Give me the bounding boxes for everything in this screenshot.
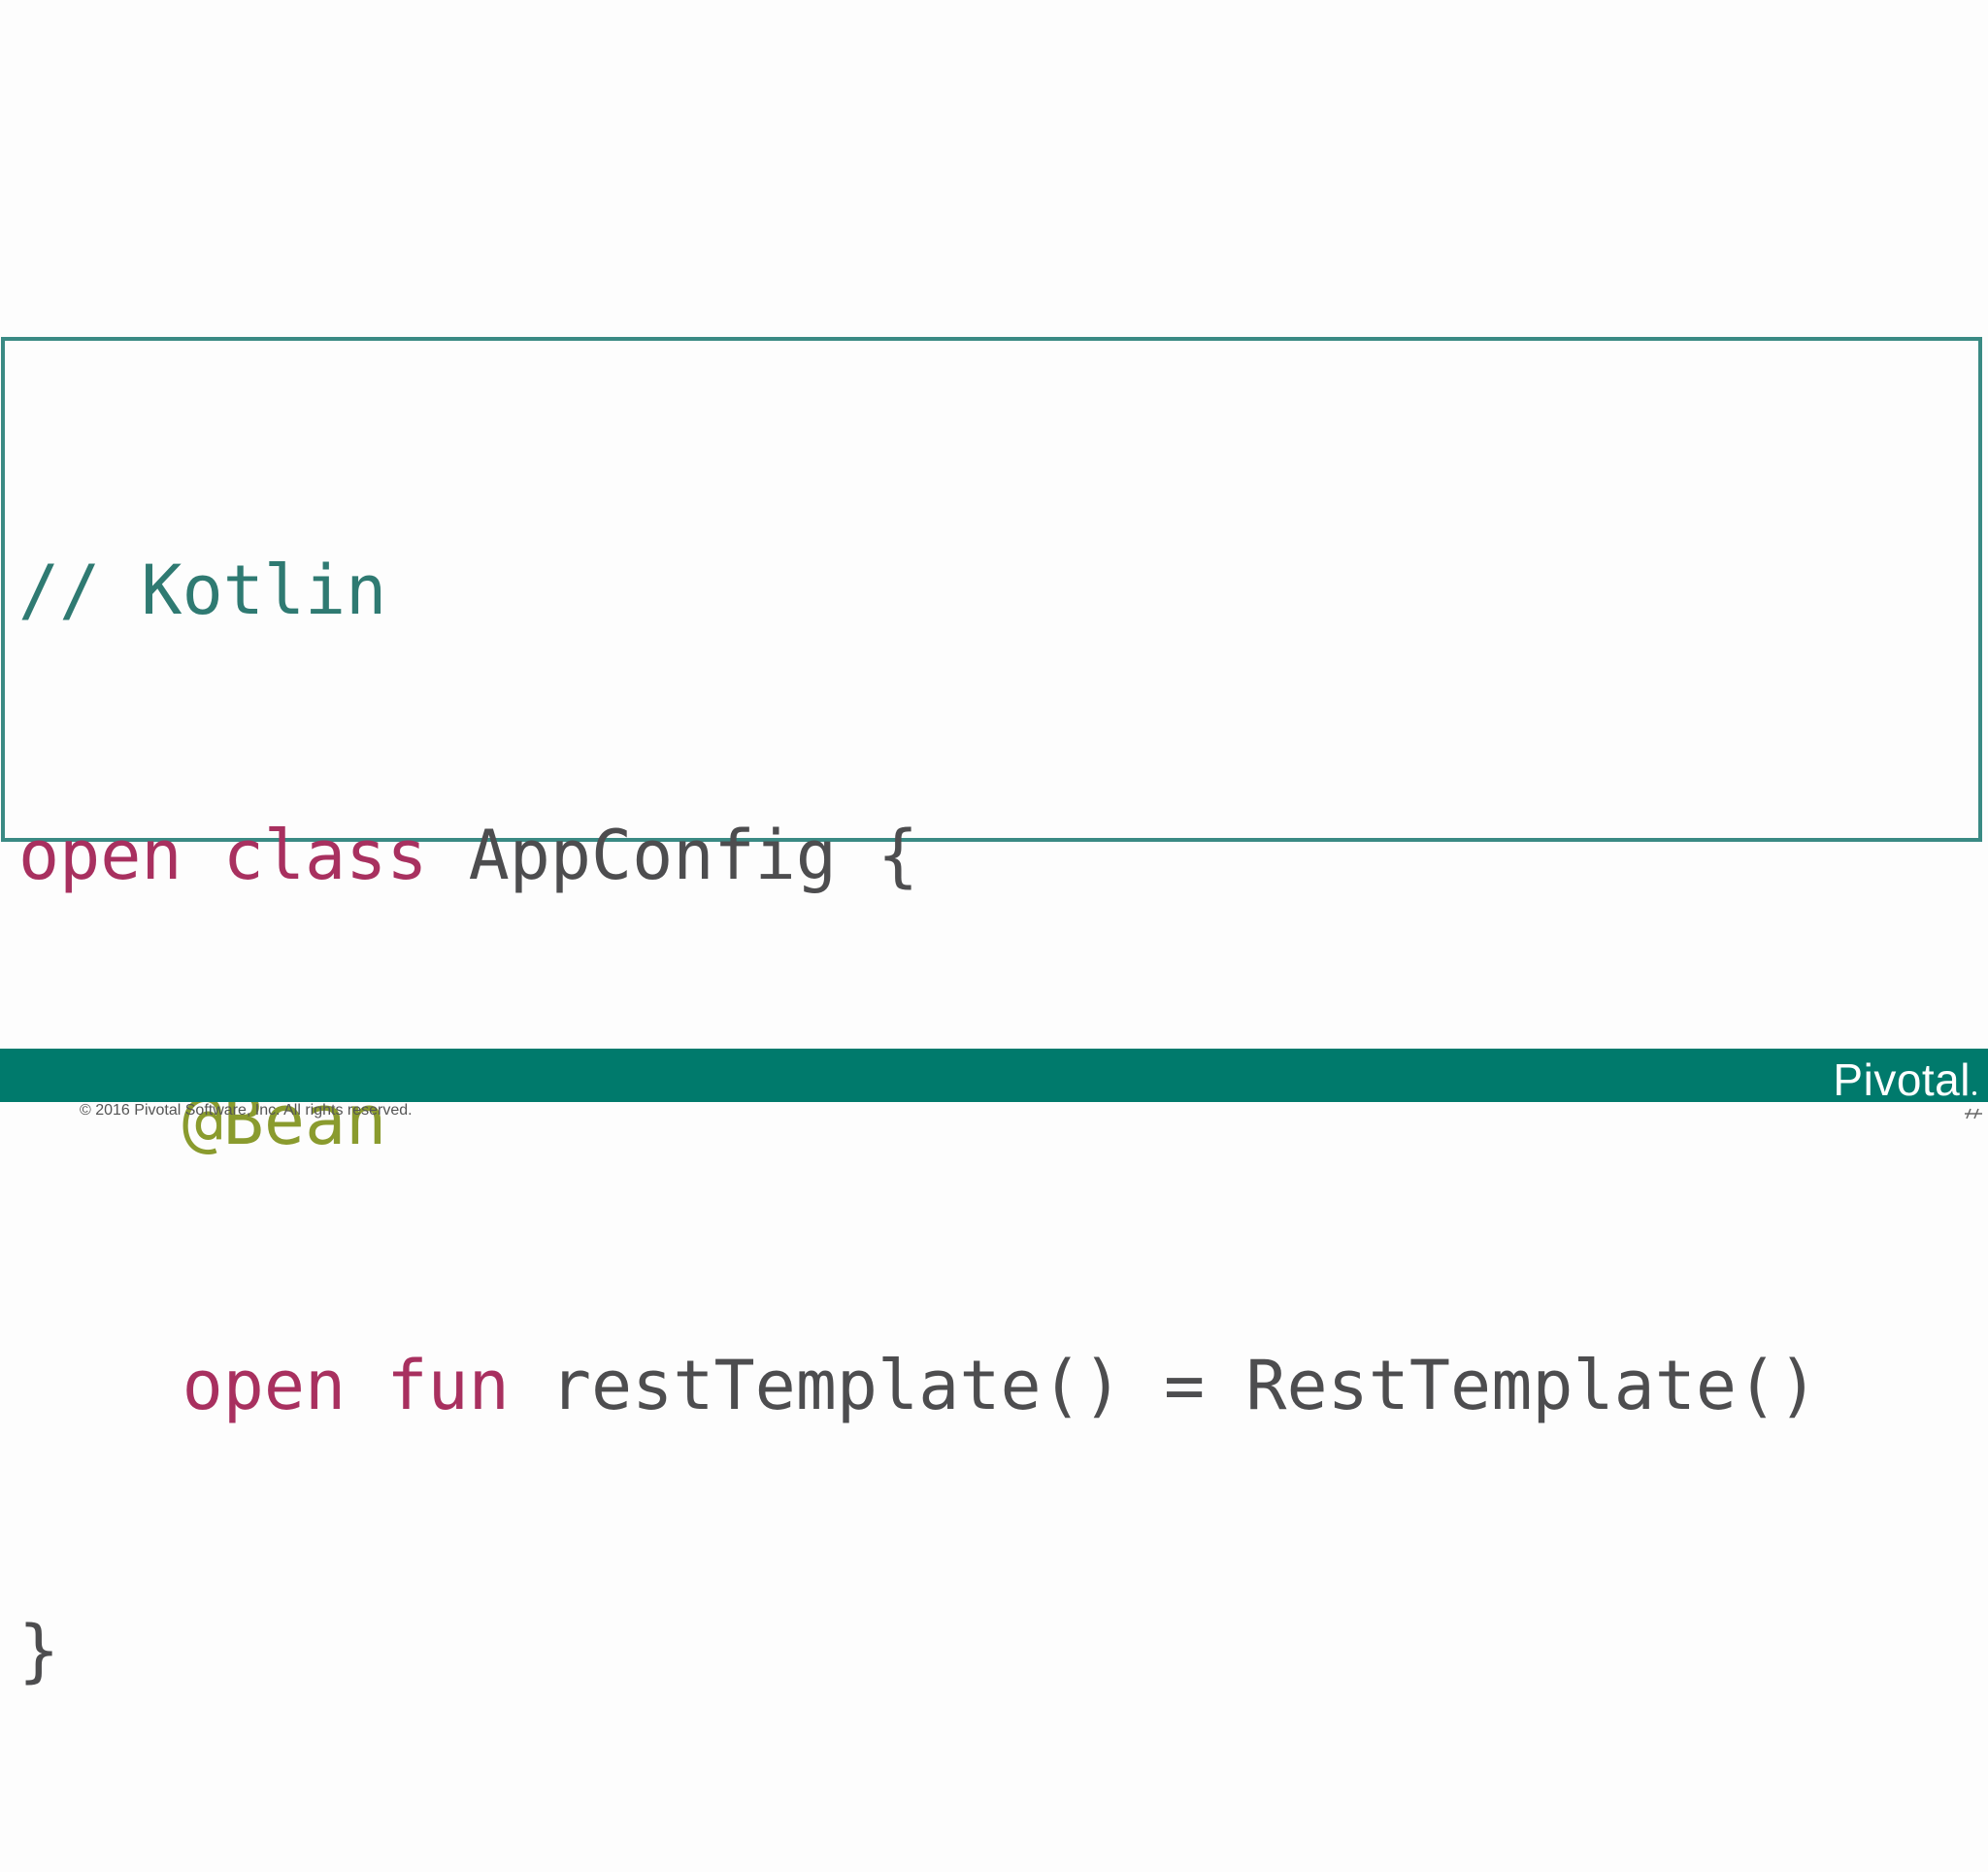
code-comment: // Kotlin bbox=[18, 551, 387, 630]
pivotal-logo: Pivotal bbox=[1833, 1053, 1976, 1106]
code-line: open class AppConfig { bbox=[18, 812, 1818, 900]
code-text bbox=[182, 816, 223, 895]
slide-number-icon bbox=[1961, 1105, 1988, 1119]
code-keyword: open bbox=[182, 1346, 347, 1425]
copyright-notice: © 2016 Pivotal Software, Inc. All rights… bbox=[80, 1102, 413, 1119]
footer-bar: Pivotal bbox=[0, 1049, 1988, 1105]
code-keyword: open bbox=[18, 816, 182, 895]
logo-dot bbox=[1972, 1091, 1976, 1095]
code-text bbox=[346, 1346, 386, 1425]
code-text: AppConfig { bbox=[427, 816, 919, 895]
code-keyword: class bbox=[222, 816, 428, 895]
code-line: open fun restTemplate() = RestTemplate() bbox=[18, 1342, 1819, 1430]
code-listing: // Kotlin open class AppConfig { @Bean o… bbox=[18, 370, 1818, 1872]
code-line: // Kotlin bbox=[18, 547, 1818, 635]
code-block: // Kotlin open class AppConfig { @Bean o… bbox=[1, 337, 1982, 1690]
code-text: } bbox=[18, 1611, 60, 1690]
logo-text: Pivotal bbox=[1833, 1054, 1971, 1105]
code-keyword: fun bbox=[386, 1346, 510, 1425]
code-line: } bbox=[18, 1607, 1818, 1695]
code-text: restTemplate() = RestTemplate() bbox=[509, 1346, 1819, 1425]
